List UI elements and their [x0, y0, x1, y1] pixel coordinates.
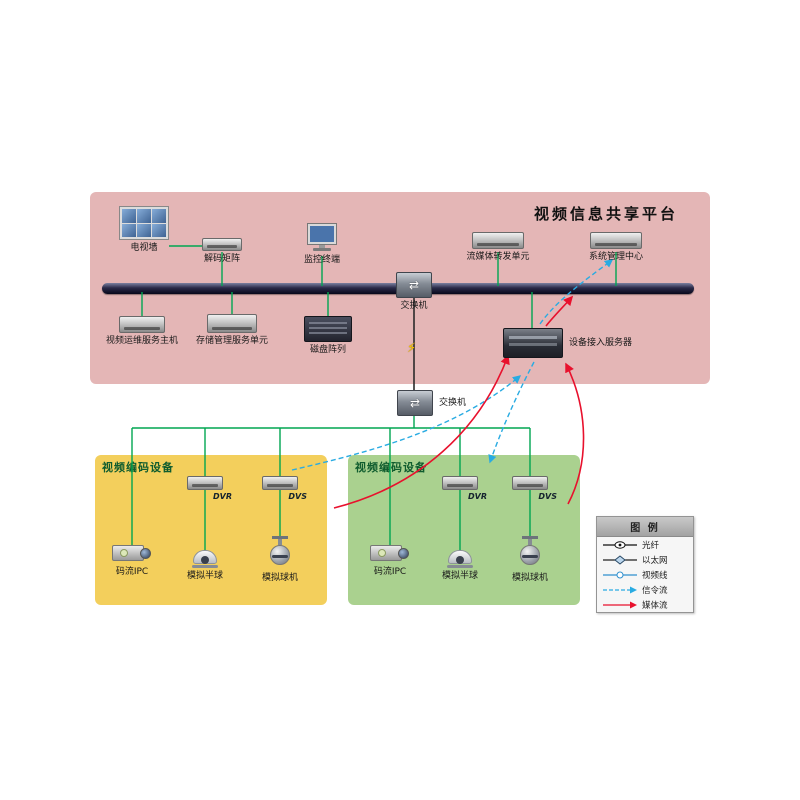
storage-mgmt-label: 存储管理服务单元 — [195, 336, 268, 346]
ipc-right-label: 码流IPC — [373, 567, 407, 577]
node-sys-mgmt: 系统管理中心 — [572, 232, 660, 262]
dvr-right-label: DVR — [468, 492, 487, 501]
tv-wall-icon — [119, 206, 169, 240]
fiber-line-icon — [603, 540, 637, 549]
legend-row-signal: 信令流 — [597, 582, 693, 597]
node-tv-wall: 电视墙 — [112, 206, 176, 253]
legend-row-media: 媒体流 — [597, 597, 693, 612]
encoder-region-left-label: 视频编码设备 — [102, 461, 174, 474]
legend-title: 图 例 — [597, 517, 693, 537]
node-switch-mid: ⇄ 交换机 — [397, 390, 466, 416]
dvr-left-label: DVR — [213, 492, 232, 501]
access-server-label: 设备接入服务器 — [569, 337, 633, 348]
ethernet-line-icon — [603, 554, 637, 565]
legend-label-signal: 信令流 — [642, 585, 668, 596]
access-server-icon — [503, 328, 563, 358]
node-ipc-right: 码流IPC — [358, 542, 422, 577]
switch-icon: ⇄ — [397, 390, 433, 416]
dvs-icon — [512, 476, 548, 490]
node-disk-array: 磁盘阵列 — [292, 316, 364, 355]
legend-row-ethernet: 以太网 — [597, 552, 693, 567]
dome-camera-icon — [192, 550, 218, 568]
ipc-left-label: 码流IPC — [115, 567, 149, 577]
video-ops-icon — [119, 316, 165, 333]
disk-array-label: 磁盘阵列 — [309, 345, 346, 355]
decode-matrix-label: 解码矩阵 — [203, 254, 240, 264]
diagram-title: 视频信息共享平台 — [534, 205, 679, 223]
node-stream-unit: 流媒体转发单元 — [454, 232, 542, 262]
ptz-camera-icon — [518, 536, 542, 570]
node-ipc-left: 码流IPC — [100, 542, 164, 577]
node-monitor-terminal: 监控终端 — [286, 223, 358, 265]
legend-row-fiber: 光纤 — [597, 537, 693, 552]
sys-mgmt-label: 系统管理中心 — [588, 252, 643, 262]
node-dvr-left: DVR — [178, 476, 232, 501]
node-storage-mgmt: 存储管理服务单元 — [186, 314, 278, 346]
node-dvs-left: DVS — [253, 476, 307, 501]
ball-left-label: 模拟球机 — [261, 573, 298, 583]
box-camera-icon — [112, 542, 152, 564]
stream-unit-label: 流媒体转发单元 — [466, 252, 530, 262]
switch-icon: ⇄ — [396, 272, 432, 298]
legend-label-video: 视频线 — [642, 570, 668, 581]
node-dvr-right: DVR — [433, 476, 487, 501]
video-ops-label: 视频运维服务主机 — [105, 336, 178, 346]
node-dome-left: 模拟半球 — [173, 550, 237, 581]
box-camera-icon — [370, 542, 410, 564]
video-line-icon — [603, 571, 637, 578]
lightning-icon: ⚡ — [407, 341, 417, 356]
monitor-terminal-icon — [307, 223, 337, 252]
node-video-ops: 视频运维服务主机 — [96, 316, 188, 346]
node-ball-left: 模拟球机 — [248, 536, 312, 583]
dome-left-label: 模拟半球 — [186, 571, 223, 581]
legend: 图 例 光纤 以太网 视频线 — [596, 516, 694, 613]
node-access-server: 设备接入服务器 — [503, 328, 632, 358]
dvs-left-label: DVS — [288, 492, 307, 501]
decode-matrix-icon — [202, 238, 242, 251]
legend-label-fiber: 光纤 — [642, 540, 660, 551]
tv-wall-label: 电视墙 — [130, 243, 158, 253]
storage-mgmt-icon — [207, 314, 257, 333]
switch-arrows-icon: ⇄ — [409, 396, 421, 410]
media-flow-icon — [603, 601, 637, 608]
ball-right-label: 模拟球机 — [511, 573, 548, 583]
switch-arrows-icon: ⇄ — [408, 278, 420, 292]
dome-right-label: 模拟半球 — [441, 571, 478, 581]
ptz-camera-icon — [268, 536, 292, 570]
dome-camera-icon — [447, 550, 473, 568]
dvr-icon — [187, 476, 223, 490]
signal-flow-icon — [603, 586, 637, 593]
node-decode-matrix: 解码矩阵 — [186, 238, 258, 264]
dvs-right-label: DVS — [538, 492, 557, 501]
node-dome-right: 模拟半球 — [428, 550, 492, 581]
sys-mgmt-icon — [590, 232, 642, 249]
disk-array-icon — [304, 316, 352, 342]
dvr-icon — [442, 476, 478, 490]
legend-row-video: 视频线 — [597, 567, 693, 582]
monitor-terminal-label: 监控终端 — [303, 255, 340, 265]
legend-label-media: 媒体流 — [642, 600, 668, 611]
stream-unit-icon — [472, 232, 524, 249]
dvs-icon — [262, 476, 298, 490]
node-dvs-right: DVS — [503, 476, 557, 501]
node-ball-right: 模拟球机 — [498, 536, 562, 583]
legend-label-ethernet: 以太网 — [642, 555, 668, 566]
switch-top-label: 交换机 — [400, 301, 428, 311]
switch-mid-label: 交换机 — [439, 397, 467, 408]
node-switch-top: ⇄ 交换机 — [384, 272, 444, 311]
